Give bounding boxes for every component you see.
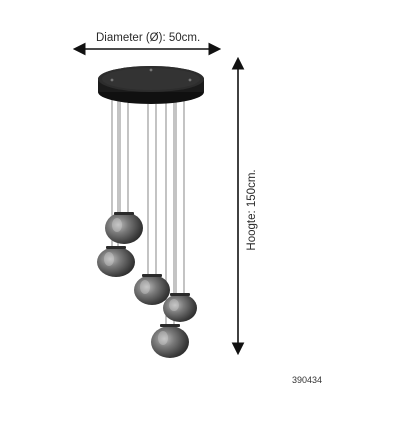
glass-shade xyxy=(151,324,189,358)
product-code: 390434 xyxy=(292,375,323,385)
height-label: Hoogte: 150cm. xyxy=(246,169,258,251)
glass-shade xyxy=(134,274,170,305)
diameter-label: Diameter (Ø): 50cm. xyxy=(96,32,201,44)
ceiling-canopy xyxy=(98,66,204,104)
glass-shade xyxy=(97,246,135,277)
glass-shade xyxy=(105,212,143,244)
suspension-cables xyxy=(111,95,185,326)
glass-shade xyxy=(163,293,197,322)
